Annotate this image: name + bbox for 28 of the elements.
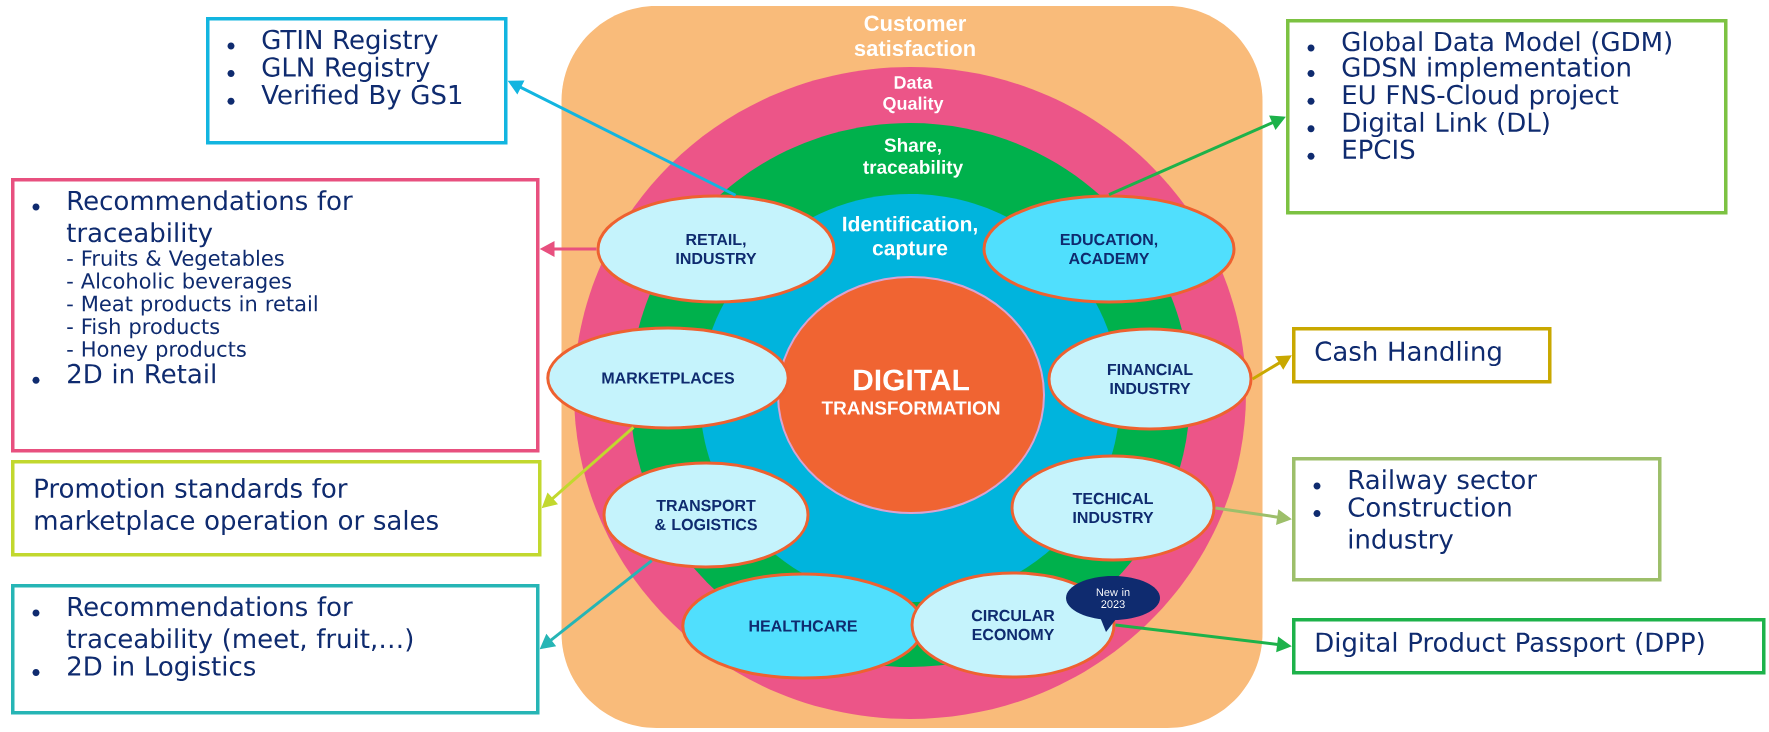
bullet-item: Railway sector — [1313, 469, 1537, 495]
text-box: Cash Handling — [1292, 327, 1552, 384]
bullet-item: Recommendations for traceability — [32, 190, 353, 248]
bullet-item: Digital Link (DL) — [1307, 111, 1549, 138]
list-box — [11, 178, 540, 453]
list-box — [1286, 19, 1728, 215]
bullet-item: EPCIS — [1307, 139, 1415, 160]
bullet-item: GLN Registry — [227, 56, 430, 82]
bullet-item: GDSN implementation — [1307, 56, 1630, 82]
bullet-item: Construction industry — [1313, 496, 1511, 554]
text-box: Promotion standards for marketplace operation or sales — [11, 460, 542, 557]
list-box — [206, 17, 508, 145]
sub-item: - Meat products in retail — [67, 295, 317, 316]
bullet-item: EU FNS-Cloud project — [1307, 84, 1619, 110]
bullet-item: Global Data Model (GDM) — [1307, 31, 1671, 55]
bullet-item: Recommendations for traceability (meet, fruit,…) — [32, 596, 413, 654]
sub-item: - Fruits & Vegetables — [67, 249, 284, 271]
sub-item: - Alcoholic beverages — [67, 272, 292, 293]
bullet-item: GTIN Registry — [227, 29, 438, 55]
bullet-item: Verified By GS1 — [227, 84, 462, 110]
list-box — [11, 584, 540, 715]
bullet-item: 2D in Logistics — [32, 655, 256, 681]
sub-item: - Honey products — [67, 340, 246, 361]
list-box — [1292, 457, 1662, 582]
sub-item: - Fish products — [67, 317, 220, 339]
text-box: Digital Product Passport (DPP) — [1292, 618, 1766, 675]
bullet-item: 2D in Retail — [32, 363, 215, 384]
speech-bubble: New in 2023 — [1066, 576, 1160, 632]
